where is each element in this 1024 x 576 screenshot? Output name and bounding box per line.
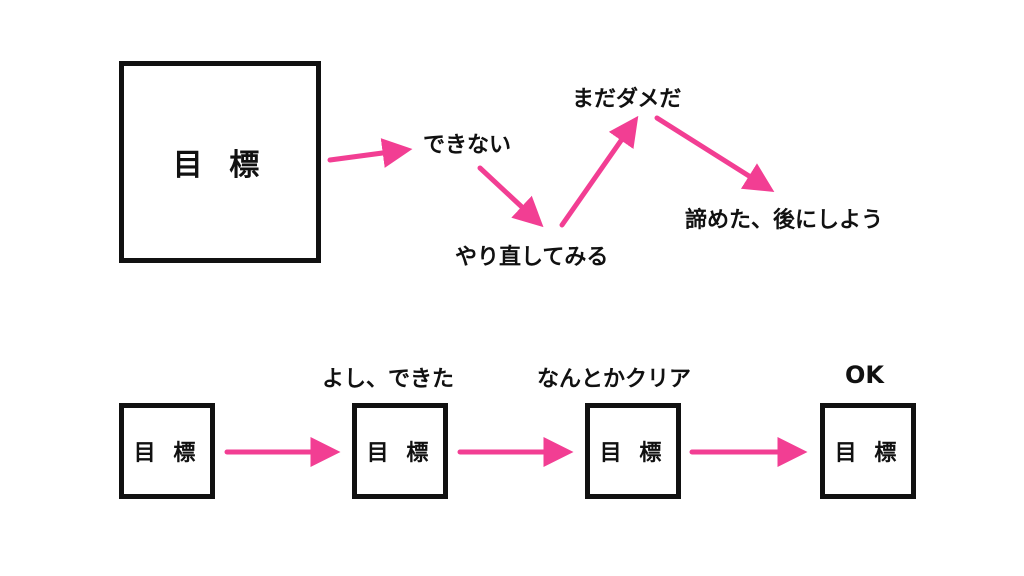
bottom-label-cleared: なんとかクリア — [537, 367, 692, 392]
goal-box-3-label: 目 標 — [599, 441, 667, 466]
step-label-giveup: 諦めた、後にしよう — [685, 208, 884, 233]
arrow-retry-to-still-no — [559, 115, 639, 228]
goal-box-4-label: 目 標 — [834, 441, 902, 466]
step-label-cant: できない — [423, 133, 512, 158]
bottom-label-done: よし、できた — [322, 367, 455, 392]
bottom-label-ok: OK — [845, 361, 884, 389]
arrow-goal-to-cant — [327, 138, 413, 168]
goal-box-large-label: 目 標 — [172, 148, 268, 183]
step-label-retry: やり直してみる — [455, 245, 609, 270]
goal-box-large: 目 標 — [119, 61, 321, 263]
goal-box-2-label: 目 標 — [366, 441, 434, 466]
goal-box-3: 目 標 — [585, 403, 681, 499]
goal-box-4: 目 標 — [820, 403, 916, 499]
goal-box-2: 目 標 — [352, 403, 448, 499]
arrow-still-no-to-giveup — [654, 115, 775, 193]
goal-box-1: 目 標 — [119, 403, 215, 499]
arrow-cant-to-retry — [477, 165, 544, 228]
step-label-still-no: まだダメだ — [572, 87, 682, 112]
goal-box-1-label: 目 標 — [133, 441, 201, 466]
